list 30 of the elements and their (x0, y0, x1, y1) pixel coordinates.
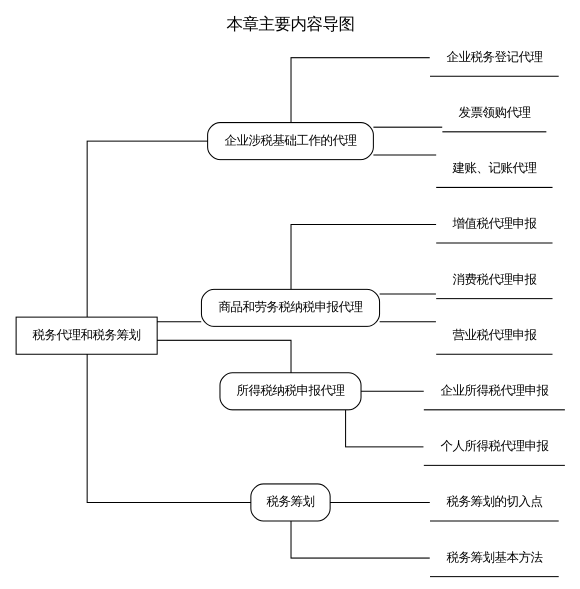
connector (379, 321, 436, 322)
diagram-title: 本章主要内容导图 (226, 14, 354, 34)
node-text: 税务筹划的切入点 (446, 494, 542, 509)
connector (372, 126, 442, 128)
connector (86, 140, 207, 318)
connector (290, 521, 430, 559)
connector (156, 340, 292, 373)
connector (344, 410, 423, 448)
node-text: 增值税代理申报 (452, 216, 536, 231)
node-text: 税务筹划基本方法 (446, 550, 542, 564)
node-box: 税务筹划 (250, 483, 330, 522)
connector (290, 57, 430, 122)
node-text: 企业税务登记代理 (446, 50, 542, 64)
connector (330, 502, 430, 503)
node-box: 商品和劳务税纳税申报代理 (200, 288, 380, 327)
node-text: 建账、记账代理 (452, 161, 536, 176)
node-box: 所得税纳税申报代理 (218, 372, 362, 410)
connector (360, 390, 424, 392)
node-text: 消费税代理申报 (452, 272, 536, 286)
node-text: 营业税代理申报 (452, 328, 536, 342)
node-text: 发票领购代理 (458, 105, 530, 120)
node-text: 个人所得税代理申报 (440, 439, 548, 454)
node-box: 税务代理和税务筹划 (15, 316, 158, 355)
connector (372, 154, 436, 156)
connector (290, 224, 436, 289)
node-box: 企业涉税基础工作的代理 (206, 122, 374, 160)
connector (156, 321, 201, 322)
connector (379, 293, 436, 294)
node-text: 企业所得税代理申报 (440, 383, 548, 398)
connector (86, 354, 250, 503)
